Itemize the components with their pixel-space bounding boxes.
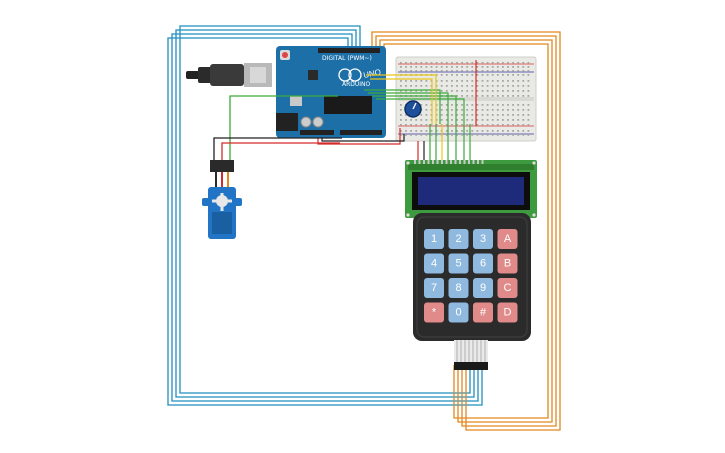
capacitor-2 [312, 116, 324, 128]
key-9[interactable]: 9 [473, 278, 493, 298]
blue-wire-1[interactable] [179, 25, 471, 394]
analog-header [340, 130, 382, 135]
lcd-16x2[interactable] [405, 160, 537, 218]
breadboard-to-lcd-wires[interactable] [417, 124, 471, 160]
key-8[interactable]: 8 [448, 278, 469, 298]
key-label: D [504, 307, 512, 319]
orange-wire-2[interactable] [375, 35, 557, 427]
key-B[interactable]: B [497, 253, 518, 274]
key-label: 1 [431, 233, 437, 245]
board-to-breadboard-wires[interactable] [317, 60, 477, 145]
key-3[interactable]: 3 [473, 229, 493, 249]
lcd-pin-header [414, 160, 484, 164]
key-label: * [432, 307, 437, 319]
keypad-connector [454, 362, 488, 370]
key-star[interactable]: * [424, 302, 444, 323]
key-C[interactable]: C [497, 278, 518, 298]
micro-servo[interactable] [202, 160, 242, 239]
green-wire-lcd-1[interactable] [364, 89, 441, 124]
green-wire-lcd-3[interactable] [372, 95, 457, 124]
power-header [300, 130, 334, 135]
key-2[interactable]: 2 [448, 229, 469, 249]
green-wire-lcd-2[interactable] [368, 92, 449, 124]
key-label: 5 [455, 258, 461, 270]
key-label: 8 [455, 282, 461, 294]
green-wire-lcd-4[interactable] [376, 98, 465, 124]
usb-cable[interactable] [186, 63, 272, 87]
key-label: 9 [480, 282, 486, 294]
servo-wires[interactable] [213, 95, 342, 162]
key-label: 3 [480, 233, 486, 245]
servo-ground-wire[interactable] [213, 137, 342, 162]
power-jack [276, 113, 298, 131]
keypad-4x4[interactable]: 1 2 3 A 4 5 6 B 7 8 9 C * 0 # D [413, 213, 531, 370]
key-label: 0 [455, 307, 461, 319]
key-0[interactable]: 0 [448, 302, 469, 323]
yellow-wire-lcd-en[interactable] [370, 78, 433, 124]
orange-wire-4[interactable] [383, 43, 549, 419]
digital-header [318, 48, 380, 53]
key-6[interactable]: 6 [473, 253, 493, 274]
key-1[interactable]: 1 [424, 229, 444, 249]
blue-wire-2[interactable] [175, 29, 475, 398]
key-4[interactable]: 4 [424, 253, 444, 274]
key-label: 6 [480, 258, 486, 270]
key-label: C [504, 282, 512, 294]
board-digital-label: DIGITAL (PWM~) [322, 55, 372, 62]
key-7[interactable]: 7 [424, 278, 444, 298]
breadboard[interactable] [395, 56, 537, 142]
capacitor-1 [300, 116, 312, 128]
reset-button[interactable] [282, 52, 288, 58]
key-hash[interactable]: # [473, 302, 493, 323]
key-A[interactable]: A [497, 229, 518, 249]
servo-signal-wire[interactable] [229, 95, 338, 162]
orange-wire-3[interactable] [379, 39, 553, 423]
board-brand-label: ARDUINO [342, 81, 371, 88]
keypad-ribbon-cable [456, 340, 486, 362]
key-label: B [504, 258, 511, 270]
key-label: 7 [431, 282, 437, 294]
arduino-uno-board[interactable]: UNO ARDUINO DIGITAL (PWM~) [276, 46, 386, 138]
yellow-wire-lcd-rs[interactable] [366, 74, 437, 124]
servo-power-wire[interactable] [221, 142, 340, 162]
key-5[interactable]: 5 [448, 253, 469, 274]
blue-wire-bundle[interactable] [167, 25, 483, 406]
key-D[interactable]: D [497, 302, 518, 323]
orange-wire-1[interactable] [371, 31, 561, 431]
lcd-screen [418, 177, 524, 205]
orange-wire-bundle[interactable] [371, 31, 561, 431]
key-label: # [480, 307, 487, 319]
key-label: 4 [431, 258, 437, 270]
blue-wire-4[interactable] [167, 37, 483, 406]
blue-wire-3[interactable] [171, 33, 479, 402]
key-label: 2 [455, 233, 461, 245]
black-wire-gnd[interactable] [321, 134, 405, 142]
atmega-chip [324, 96, 372, 114]
board-model-label: UNO [363, 67, 382, 80]
key-label: A [504, 233, 512, 245]
red-wire-5v[interactable] [317, 128, 401, 145]
